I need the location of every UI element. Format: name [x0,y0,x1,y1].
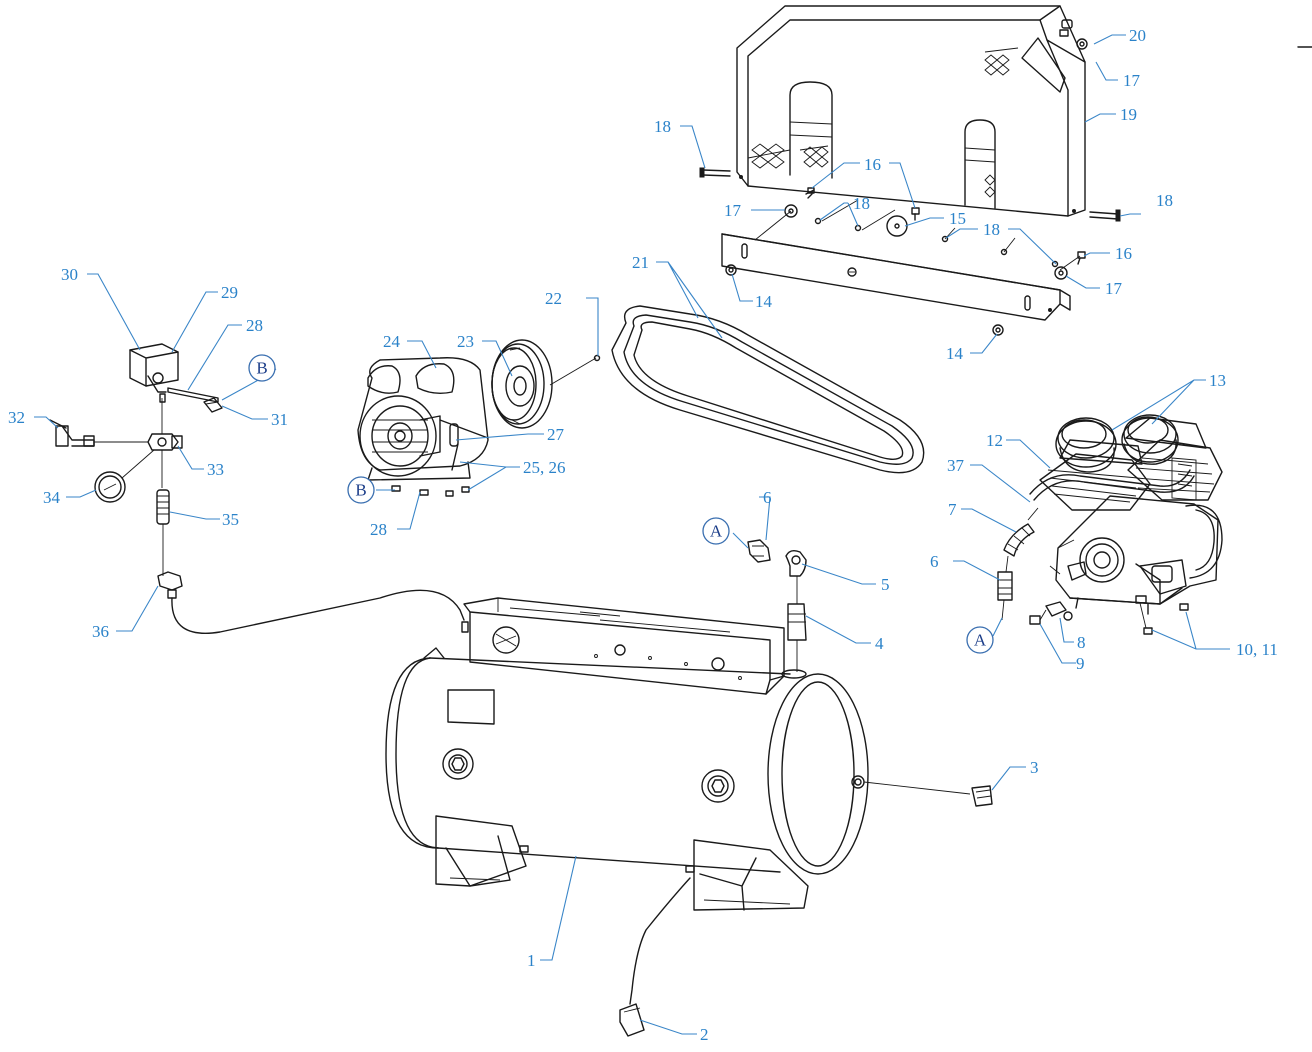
screw-18-left [699,167,731,178]
fitting-6 [747,539,771,563]
callout-labels: 20 17 19 18 16 17 18 15 18 18 16 14 17 2… [8,26,1278,1044]
screw-18-right [1089,209,1121,222]
callout-24: 24 [383,332,401,351]
callout-33: 33 [207,460,224,479]
callout-7: 7 [948,500,957,519]
key-22 [549,354,601,386]
callout-20: 20 [1129,26,1146,45]
callout-13: 13 [1209,371,1226,390]
belt-guard [736,5,1086,217]
pump-hardware-8-9-10-11 [1029,595,1189,635]
callout-32: 32 [8,408,25,427]
pump-platform [423,597,785,695]
screw-18-set [814,217,1059,268]
callout-19: 19 [1120,105,1137,124]
valve-31 [203,397,223,413]
callout-30: 30 [61,265,78,284]
callout-29: 29 [221,283,238,302]
callout-16: 16 [1115,244,1132,263]
callout-8: 8 [1077,633,1086,652]
check-valve-4 [781,576,807,679]
callout-6: 6 [930,552,939,571]
callout-14: 14 [946,344,964,363]
callout-31: 31 [271,410,288,429]
connector-b-lower: B [347,476,375,504]
bolt-20 [1059,19,1088,50]
pressure-switch-30 [129,343,219,403]
drain-plug-3 [971,785,993,807]
callout-35: 35 [222,510,239,529]
washer-17-left [784,204,798,218]
motor-24 [357,357,489,481]
gauge-34 [94,449,155,503]
svg-text:B: B [256,359,267,378]
svg-text:A: A [974,631,987,650]
pulley-23 [491,339,553,429]
callout-15: 15 [949,209,966,228]
belt-guard-bracket [721,233,1071,321]
washer-15 [886,215,908,237]
callout-23: 23 [457,332,474,351]
safety-valve-32 [49,419,95,447]
callout-18: 18 [983,220,1000,239]
nipple-6-pump [997,555,1013,621]
callout-1: 1 [527,951,536,970]
nipple-35 [156,489,170,525]
callout-18: 18 [1156,191,1173,210]
elbow-5 [785,549,807,577]
pump-12 [1029,414,1223,615]
svg-text:A: A [710,522,723,541]
callout-4: 4 [875,634,884,653]
leader-lines [34,34,1230,1035]
callout-28: 28 [246,316,263,335]
callout-9: 9 [1076,654,1085,673]
connector-b-upper: B [248,354,276,382]
callout-17: 17 [724,201,742,220]
callout-21: 21 [632,253,649,272]
callout-25-26: 25, 26 [523,458,566,477]
screw-16-left [805,187,815,199]
nut-14 [725,264,1004,336]
elbow-7 [1003,507,1039,557]
callout-36: 36 [92,622,109,641]
callout-37: 37 [947,456,965,475]
callout-10-11: 10, 11 [1236,640,1278,659]
callout-3: 3 [1030,758,1039,777]
bolts-25-26 [391,485,470,497]
callout-16: 16 [864,155,881,174]
callout-5: 5 [881,575,890,594]
connector-a-upper: A [702,517,730,545]
callout-18: 18 [853,194,870,213]
screw-16-center [911,207,920,221]
connector-a-lower: A [966,626,994,654]
screw-16-right [1077,251,1086,265]
tube-36 [157,524,465,634]
callout-17: 17 [1123,71,1141,90]
callout-18: 18 [654,117,671,136]
belt-21 [611,305,925,474]
callout-28: 28 [370,520,387,539]
callout-27: 27 [547,425,565,444]
callout-6: 6 [763,488,772,507]
washer-17-right [1054,266,1068,280]
callout-17: 17 [1105,279,1123,298]
callout-34: 34 [43,488,61,507]
tank-1 [385,657,971,1037]
callout-12: 12 [986,431,1003,450]
callout-22: 22 [545,289,562,308]
svg-text:B: B [355,481,366,500]
manifold-33 [94,398,183,488]
callout-14: 14 [755,292,773,311]
callout-2: 2 [700,1025,709,1044]
